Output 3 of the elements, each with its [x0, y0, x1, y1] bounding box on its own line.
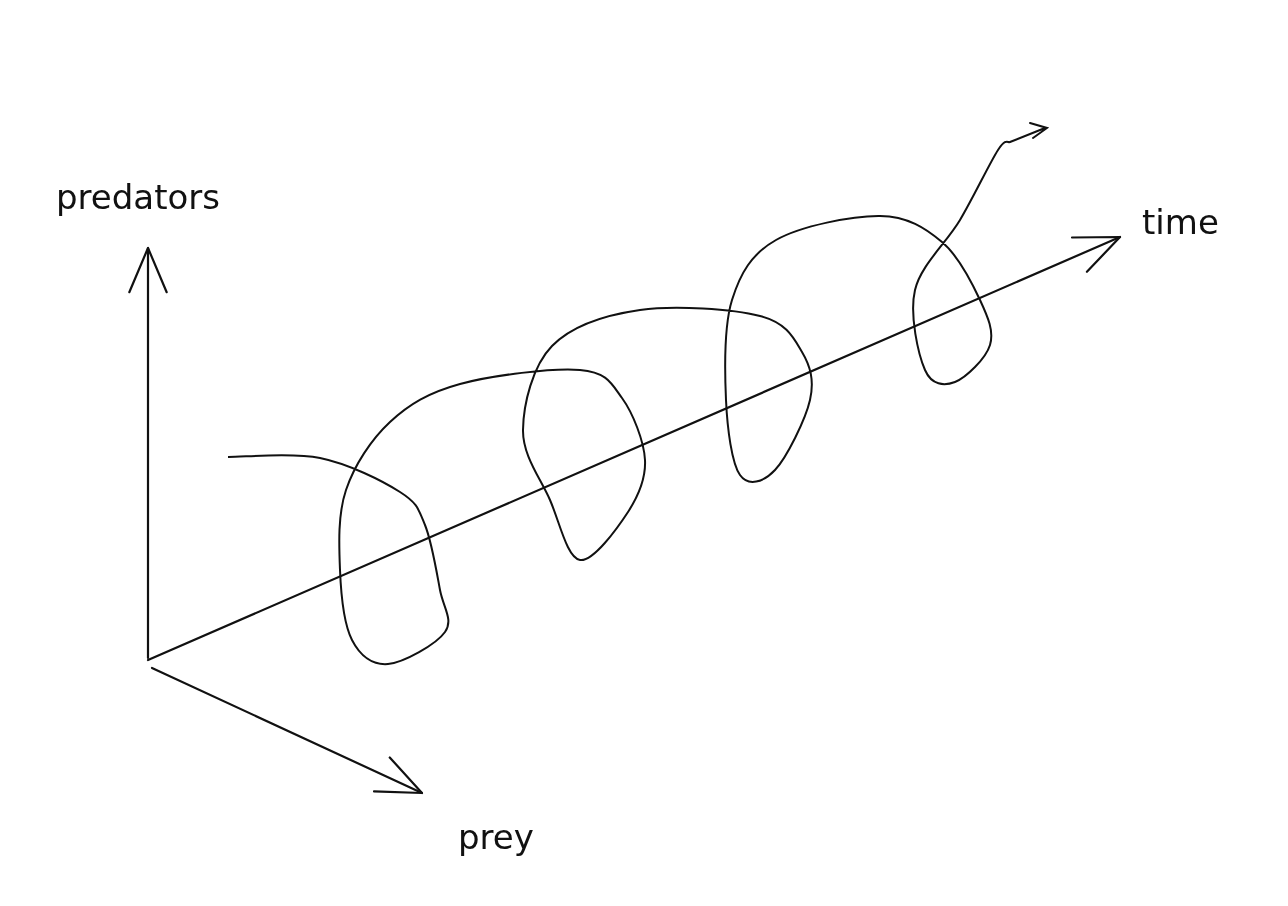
axis-label: predators — [56, 180, 220, 214]
axis-label: time — [1142, 205, 1219, 239]
axis-label: prey — [458, 820, 534, 854]
